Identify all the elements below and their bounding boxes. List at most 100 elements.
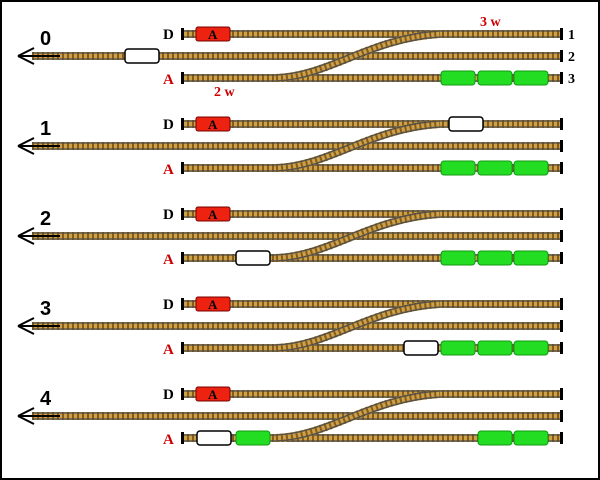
step-number: 3 [40,298,51,320]
buffer-stop [181,208,184,220]
curve-inner-ties [275,301,441,351]
track-number-2: 2 [568,50,575,65]
exit-arrow-icon [17,227,35,245]
curve-inner-ties [275,121,441,171]
green-wagon [513,430,549,446]
main-track [32,142,562,150]
buffer-stop [560,342,563,354]
green-wagon [477,250,513,266]
main-track [32,412,562,420]
white-wagon [124,48,160,64]
green-wagon [440,340,476,356]
buffer-stop [560,162,563,174]
main-track [32,52,562,60]
buffer-stop [181,298,184,310]
green-wagon [477,340,513,356]
buffer-stop [560,432,563,444]
locomotive-label: A [208,297,218,312]
buffer-stop [560,230,563,242]
switch-curve [275,390,441,442]
white-wagon [196,430,232,446]
siding-top-track [182,210,562,218]
main-track [32,232,562,240]
arrival-label: A [163,72,174,88]
curve-inner-ties [275,391,441,441]
buffer-stop [560,298,563,310]
green-wagon [440,250,476,266]
buffer-stop [560,140,563,152]
lead-capacity-label: 2 w [214,85,236,100]
track-number-1: 1 [568,28,575,43]
buffer-stop [560,50,563,62]
switch-curve [275,120,441,172]
buffer-stop [181,252,184,264]
switch-curve [275,30,441,82]
step-panel-2: 2 D A A [17,206,563,268]
green-wagon [513,340,549,356]
locomotive [195,206,231,222]
buffer-stop [560,252,563,264]
buffer-stop [560,118,563,130]
arrival-label: A [163,162,174,178]
green-wagon [440,160,476,176]
green-wagon [477,160,513,176]
step-panel-0: 0 D A A 1 2 3 3 w 2 w [17,15,575,100]
switch-curve [275,300,441,352]
switch-curve [275,210,441,262]
buffer-stop [181,388,184,400]
green-wagon [477,70,513,86]
locomotive [195,26,231,42]
green-wagon [513,250,549,266]
siding-top-track [182,390,562,398]
buffer-stop [181,342,184,354]
buffer-stop [181,72,184,84]
green-wagon [440,70,476,86]
track-number-3: 3 [568,72,575,87]
step-number: 2 [40,208,51,230]
buffer-stop [560,72,563,84]
siding-top-track [182,30,562,38]
buffer-stop [181,28,184,40]
white-wagon [448,116,484,132]
buffer-stop [560,320,563,332]
exit-arrow-icon [17,317,35,335]
white-wagon [235,250,271,266]
step-panel-3: 3 D A A [17,296,563,358]
siding-top-track [182,120,562,128]
buffer-stop [560,28,563,40]
arrival-label: A [163,432,174,448]
locomotive [195,386,231,402]
locomotive-label: A [208,117,218,132]
siding-capacity-label: 3 w [480,15,502,30]
buffer-stop [560,208,563,220]
exit-arrow-icon [17,47,35,65]
siding-top-track [182,300,562,308]
buffer-stop [181,162,184,174]
buffer-stop [181,432,184,444]
step-number: 0 [40,28,51,50]
departure-label: D [163,297,174,313]
curve-inner-ties [275,31,441,81]
arrival-label: A [163,342,174,358]
white-wagon [403,340,439,356]
main-track [32,322,562,330]
green-wagon [477,430,513,446]
buffer-stop [560,388,563,400]
curve-inner-ties [275,211,441,261]
departure-label: D [163,207,174,223]
locomotive-label: A [208,27,218,42]
locomotive-label: A [208,207,218,222]
exit-arrow-icon [17,137,35,155]
departure-label: D [163,27,174,43]
buffer-stop [560,410,563,422]
green-wagon [235,430,271,446]
locomotive [195,116,231,132]
buffer-stop [181,118,184,130]
green-wagon [513,160,549,176]
step-number: 1 [40,118,51,140]
arrival-label: A [163,252,174,268]
